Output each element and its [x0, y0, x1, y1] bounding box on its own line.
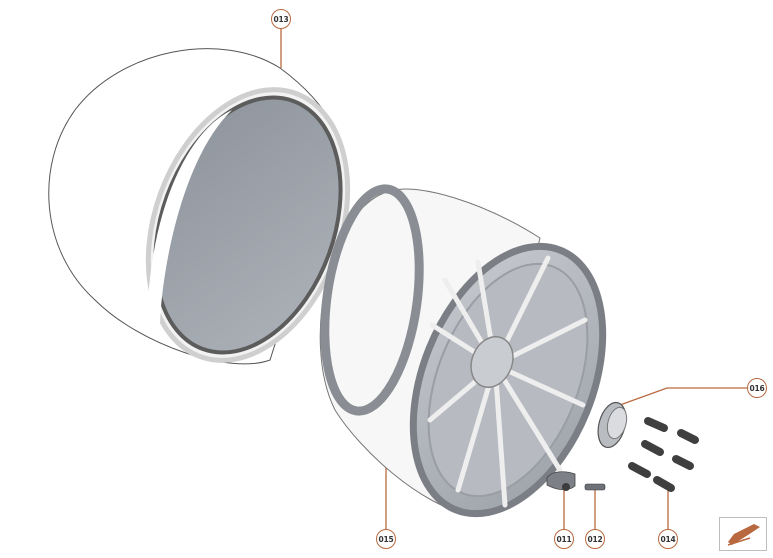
valve-012 [584, 483, 606, 491]
callout-016[interactable]: 016 [747, 378, 767, 398]
callout-014[interactable]: 014 [658, 529, 678, 549]
wheel-015 [319, 184, 607, 518]
back-navigation-button[interactable] [719, 517, 767, 551]
hub-cap-016 [597, 401, 628, 449]
tire-013 [48, 48, 351, 365]
callout-015[interactable]: 015 [376, 529, 396, 549]
callout-012[interactable]: 012 [585, 529, 605, 549]
sensor-011 [546, 471, 576, 491]
callout-011[interactable]: 011 [554, 529, 574, 549]
arrow-back-icon [727, 524, 760, 546]
callout-013[interactable]: 013 [271, 9, 291, 29]
wheel-bolts-014 [628, 417, 699, 492]
